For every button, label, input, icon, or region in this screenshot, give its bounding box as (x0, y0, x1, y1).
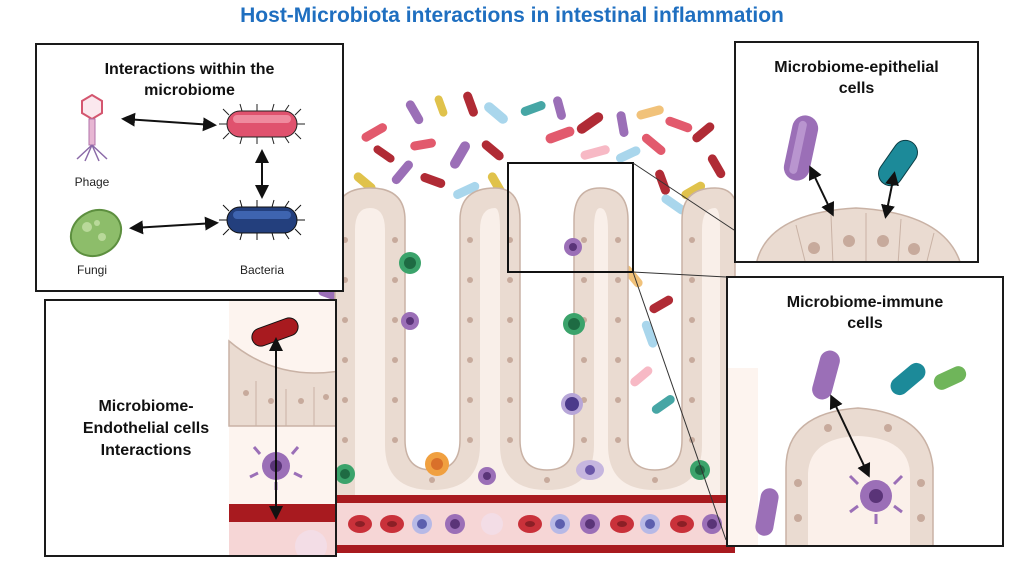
immune-green-bacteria-icon (933, 366, 967, 390)
blue-bacteria-icon (219, 199, 305, 241)
vessel-wall (229, 504, 335, 522)
panel-microbiome-interactions: Interactions within the microbiome (35, 43, 344, 292)
microbiome-diagram (69, 93, 305, 258)
fungi-icon (69, 208, 123, 258)
fungi-label: Fungi (76, 263, 108, 277)
phage-label: Phage (74, 175, 110, 189)
pink-bacteria-icon (219, 103, 305, 145)
blood-vessel (335, 495, 735, 553)
immune-arrow (829, 394, 871, 478)
microbiome-arrows (121, 112, 269, 235)
epithelial-teal-bacteria-icon (878, 139, 918, 187)
epithelial-purple-bacteria-icon (783, 115, 819, 181)
immune-teal-bacteria-icon (890, 362, 926, 396)
bacteria-label: Bacteria (239, 263, 285, 277)
immune-side-bacteria-icon (755, 488, 779, 536)
zoom-box (507, 162, 634, 273)
panel-microbiome-title: Interactions within the microbiome (104, 61, 275, 99)
villi-tissue (334, 187, 736, 501)
immune-purple-bacteria-icon (812, 350, 840, 400)
phage-icon (76, 93, 108, 162)
panel-immune-title: Microbiome-immune cells (786, 294, 944, 332)
lamina-propria (355, 208, 720, 500)
endothelial-diagram (228, 301, 335, 555)
zoom-connector-lines (632, 162, 738, 541)
epithelial-diagram (756, 115, 961, 261)
panel-endothelial-interactions: Microbiome- Endothelial cells Interactio… (44, 299, 337, 557)
page-title: Host-Microbiota interactions in intestin… (240, 4, 784, 27)
panel-epithelial-title: Microbiome-epithelial cells (774, 59, 939, 97)
panel-epithelial-interactions: Microbiome-epithelial cells (734, 41, 979, 263)
immune-cells (335, 238, 710, 485)
panel-endothelial-title: Microbiome- Endothelial cells Interactio… (82, 398, 210, 459)
immune-diagram (728, 350, 967, 545)
panel-immune-interactions: Microbiome-immune cells (726, 276, 1004, 547)
